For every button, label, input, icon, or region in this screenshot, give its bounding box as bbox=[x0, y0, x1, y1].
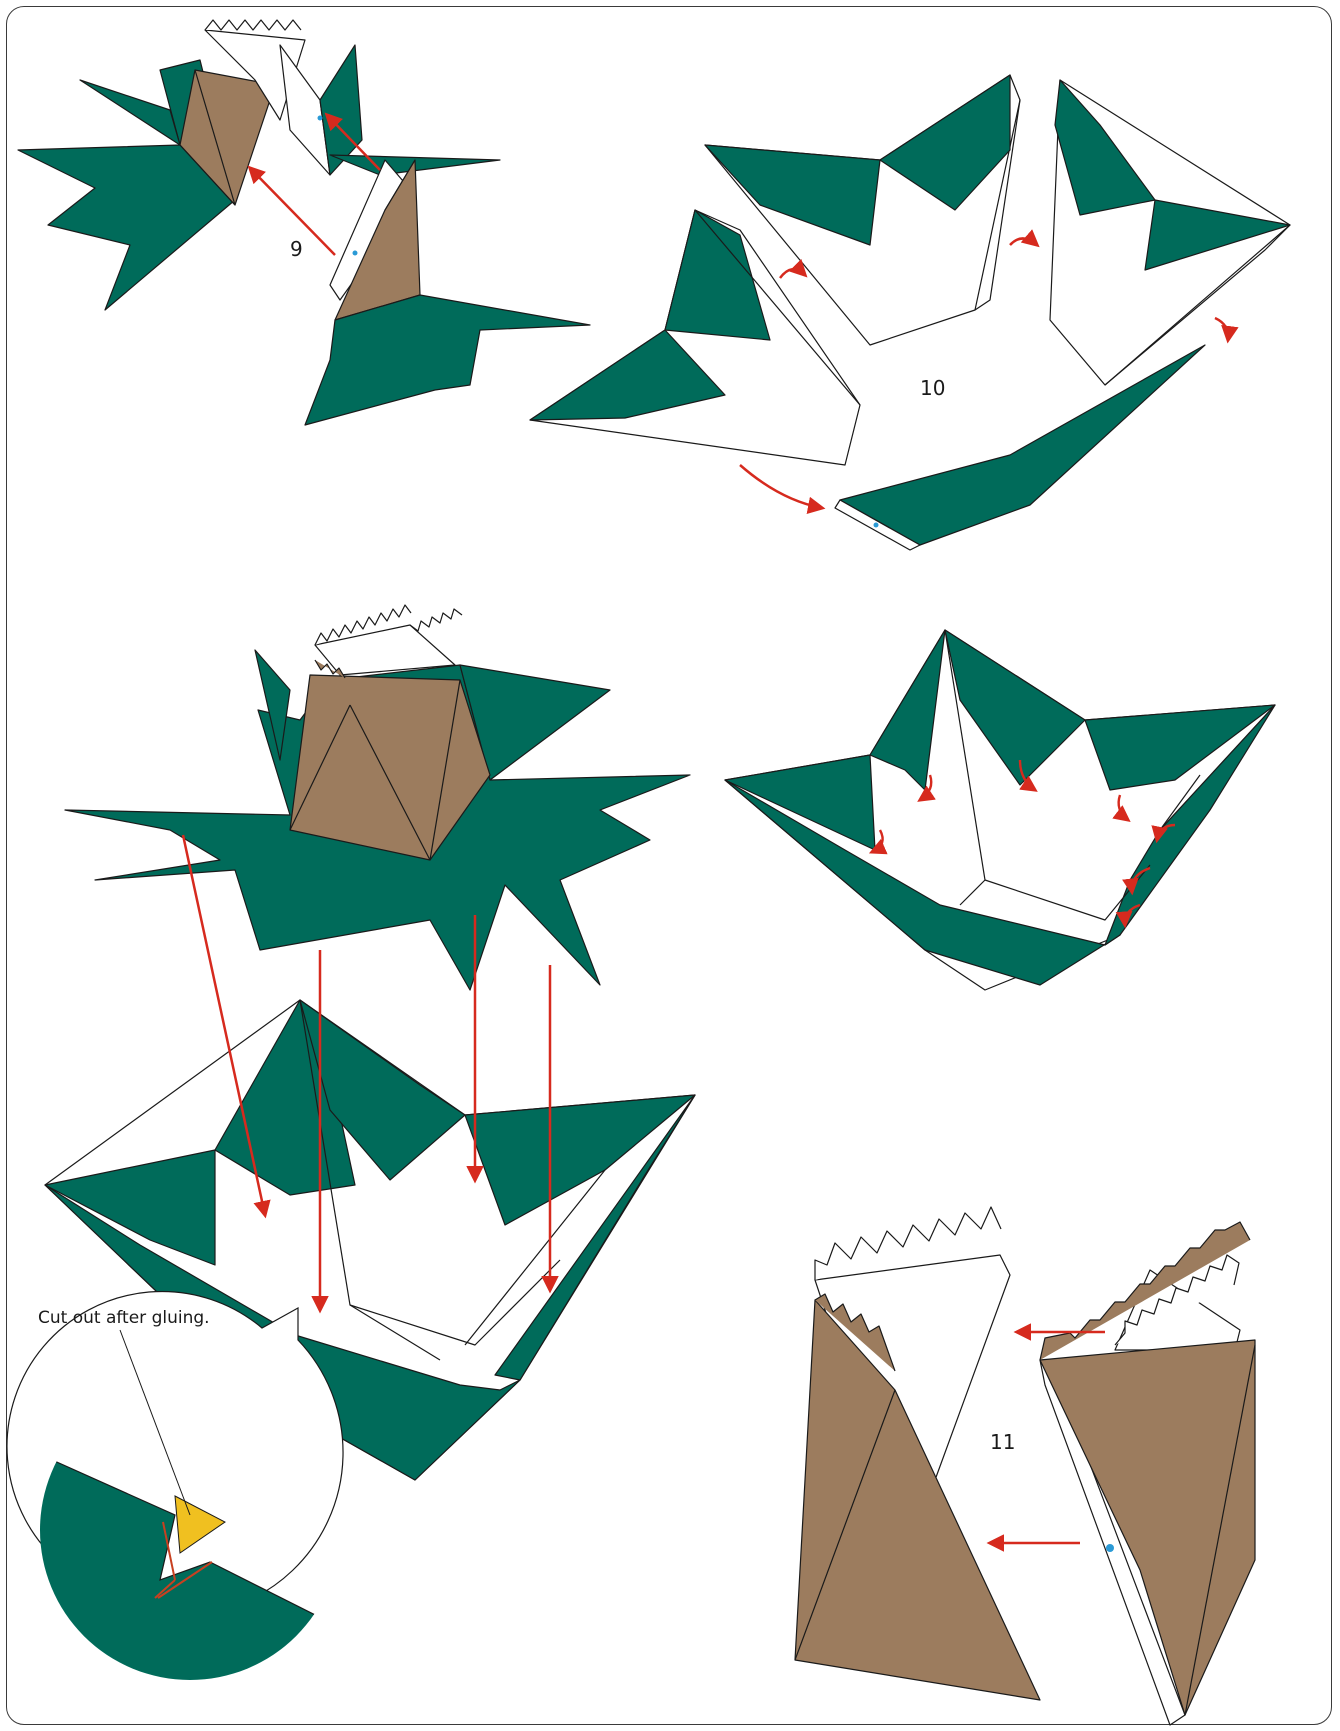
step11-piece-right bbox=[1040, 1222, 1255, 1725]
assembled-top-piece bbox=[65, 605, 690, 990]
callout-text: Cut out after gluing. bbox=[38, 1308, 210, 1328]
step9-piece-right bbox=[305, 160, 590, 425]
step9-piece-left bbox=[18, 20, 500, 310]
arrow bbox=[740, 465, 822, 508]
glue-dot bbox=[874, 523, 879, 528]
glue-dot bbox=[1106, 1544, 1114, 1552]
step11-number: 11 bbox=[990, 1430, 1015, 1454]
glue-dot bbox=[353, 251, 358, 256]
arrow bbox=[1215, 318, 1228, 340]
arrow bbox=[780, 269, 805, 278]
cut-detail-callout bbox=[7, 1291, 345, 1720]
step10-pieces bbox=[530, 75, 1290, 550]
step9-number: 9 bbox=[290, 237, 303, 261]
step10-number: 10 bbox=[920, 376, 945, 400]
arrow bbox=[1010, 239, 1037, 246]
step10-folded-piece bbox=[725, 630, 1275, 990]
glue-dot bbox=[318, 116, 323, 121]
